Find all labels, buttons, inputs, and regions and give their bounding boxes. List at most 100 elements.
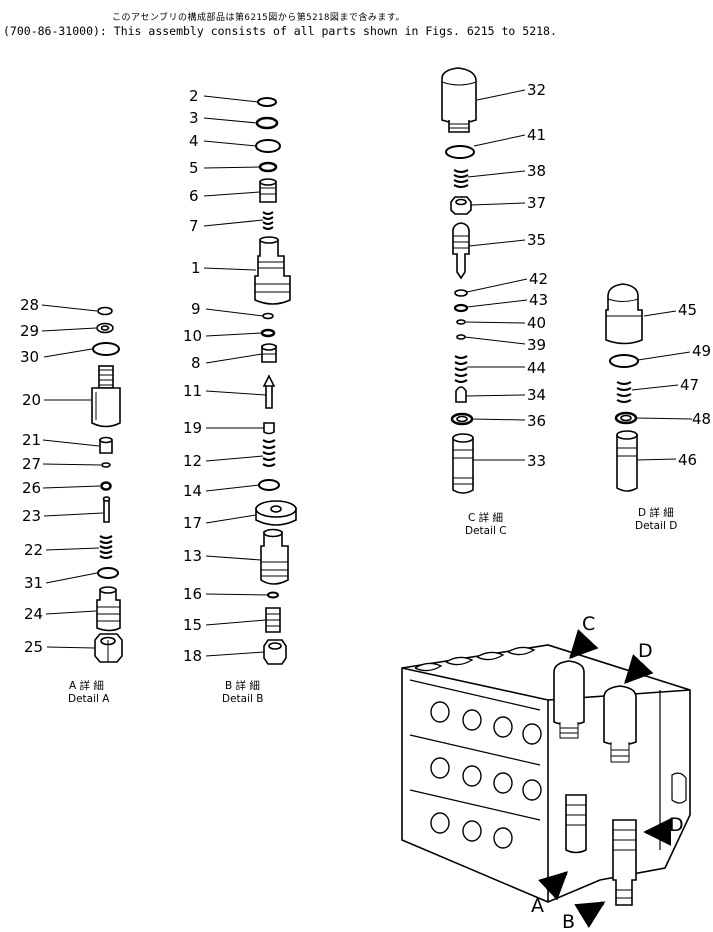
part-45-cap	[605, 283, 643, 345]
part-15-plug	[265, 607, 281, 633]
part-2-ring	[257, 97, 277, 107]
callout-7: 7	[189, 217, 199, 235]
callout-41: 41	[527, 126, 546, 144]
part-24-poppet	[96, 586, 121, 632]
detail-c-parts	[441, 67, 477, 494]
part-28-ring	[97, 306, 113, 316]
part-9-ring	[262, 312, 274, 320]
part-49-oring	[609, 354, 639, 368]
part-36-seat	[450, 412, 474, 426]
callout-11: 11	[183, 382, 202, 400]
callout-49: 49	[692, 342, 711, 360]
view-letters: C D D A B	[531, 613, 684, 932]
control-valve-body	[401, 644, 691, 906]
part-19-stopper	[263, 422, 275, 435]
part-27-ball	[101, 462, 111, 468]
part-44-spring	[454, 355, 468, 383]
header-assembly-note: (700-86-31000): This assembly consists o…	[3, 24, 557, 38]
part-12-spring	[262, 439, 276, 467]
detail-d-leaders	[631, 310, 693, 461]
callout-48: 48	[692, 410, 711, 428]
callout-45: 45	[678, 301, 697, 319]
callout-10: 10	[183, 327, 202, 345]
part-4-oring	[255, 139, 281, 153]
callout-25: 25	[24, 638, 43, 656]
callout-30: 30	[20, 348, 39, 366]
detail-a-caption-jp: A 詳 細	[69, 679, 104, 692]
detail-a-parts	[91, 306, 123, 663]
callout-46: 46	[678, 451, 697, 469]
callout-34: 34	[527, 386, 546, 404]
detail-c-caption: Detail C	[465, 525, 507, 537]
part-1-valve-body	[254, 236, 291, 305]
part-40-ring	[456, 319, 466, 325]
callout-33: 33	[527, 452, 546, 470]
callout-8: 8	[191, 354, 201, 372]
callout-17: 17	[183, 514, 202, 532]
part-18-nut	[263, 639, 287, 665]
part-25-nut	[94, 633, 123, 663]
part-31-oring	[97, 567, 119, 579]
callout-18: 18	[183, 647, 202, 665]
callout-22: 22	[24, 541, 43, 559]
callout-13: 13	[183, 547, 202, 565]
detail-a-leaders	[41, 304, 104, 649]
part-46-sleeve	[616, 430, 638, 492]
view-letter-d-top: D	[638, 640, 653, 662]
callout-12: 12	[183, 452, 202, 470]
callout-21: 21	[22, 431, 41, 449]
callout-29: 29	[20, 322, 39, 340]
detail-a-labels: 28 29 30 20 21 27 26 23 22 31 24 25 A 詳 …	[20, 296, 110, 705]
part-10-ring	[260, 328, 276, 338]
callout-27: 27	[22, 455, 41, 473]
part-17-washer	[255, 500, 297, 526]
callout-5: 5	[189, 159, 199, 177]
detail-c-labels: 32 41 38 37 35 42 43 40 39 44 34 36 33 C…	[465, 81, 548, 537]
part-34-poppet	[455, 386, 467, 403]
part-8-seat	[261, 343, 277, 363]
callout-40: 40	[527, 314, 546, 332]
part-5-ring	[258, 161, 278, 173]
assembly-valve-b	[612, 819, 637, 906]
part-35-stem	[452, 222, 470, 280]
part-41-oring	[445, 145, 475, 159]
callout-15: 15	[183, 616, 202, 634]
part-7-spring	[262, 211, 274, 230]
view-letter-a: A	[531, 895, 544, 917]
callout-37: 37	[527, 194, 546, 212]
callout-23: 23	[22, 507, 41, 525]
part-26-seat	[100, 481, 112, 491]
part-39-ring	[456, 334, 466, 340]
assembly-valve-a	[565, 794, 587, 854]
detail-b-parts	[254, 97, 297, 665]
callout-1: 1	[191, 259, 201, 277]
part-33-sleeve	[452, 433, 474, 494]
part-30-oring	[92, 342, 120, 356]
detail-c-caption-jp: C 詳 細	[468, 511, 503, 524]
view-letter-b: B	[562, 911, 575, 932]
part-14-oring	[258, 479, 280, 491]
view-arrows	[538, 629, 672, 929]
detail-c-leaders	[464, 89, 528, 461]
part-42-ring	[454, 289, 468, 297]
callout-20: 20	[22, 391, 41, 409]
callout-36: 36	[527, 412, 546, 430]
detail-a-caption: Detail A	[68, 693, 110, 705]
header-japanese-note: このアセンブリの構成部品は第6215図から第5218図まで含みます。	[112, 13, 405, 23]
callout-16: 16	[183, 585, 202, 603]
callout-14: 14	[183, 482, 202, 500]
detail-b-caption: Detail B	[222, 693, 263, 705]
part-16-ring	[267, 591, 279, 599]
detail-b-labels: 2 3 4 5 6 7 1 9 10 8 11 19 12 14 17 13 1…	[183, 87, 263, 705]
detail-d-parts	[605, 283, 643, 492]
part-47-spring	[616, 381, 632, 403]
callout-9: 9	[191, 300, 201, 318]
callout-32: 32	[527, 81, 546, 99]
part-11-needle	[262, 374, 276, 409]
part-37-nut	[450, 196, 472, 215]
callout-44: 44	[527, 359, 546, 377]
callout-47: 47	[680, 376, 699, 394]
part-48-seat	[614, 411, 638, 425]
part-23-pin	[103, 499, 110, 523]
assembly-cap-d	[603, 685, 637, 763]
